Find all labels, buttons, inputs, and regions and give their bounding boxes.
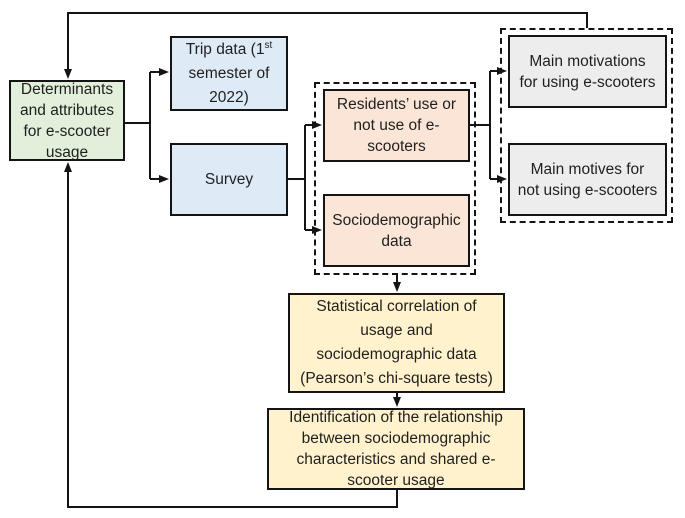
node-trip-data: Trip data (1st semester of 2022): [170, 36, 288, 111]
survey-results-dashed-group: [314, 82, 476, 275]
motivations-dashed-group: [500, 28, 673, 223]
node-statistical-correlation-label: Statistical correlation of usage and soc…: [300, 298, 493, 387]
node-survey: Survey: [170, 143, 288, 216]
node-identification-label: Identification of the relationship betwe…: [289, 409, 503, 489]
node-residents-use-label: Residents’ use or not use of e- scooters: [336, 96, 457, 155]
node-statistical-correlation: Statistical correlation of usage and soc…: [288, 293, 505, 393]
node-residents-use: Residents’ use or not use of e- scooters: [323, 89, 470, 162]
trip-data-text-prefix: Trip data (1: [185, 40, 265, 58]
connector-bottom-feedback: [64, 162, 398, 508]
node-sociodemographic: Sociodemographic data: [323, 194, 470, 267]
node-main-motives: Main motives for not using e-scooters: [508, 143, 667, 216]
node-identification: Identification of the relationship betwe…: [267, 408, 525, 490]
trip-data-text-rest: semester of 2022): [188, 64, 270, 106]
trip-data-superscript: st: [264, 39, 273, 51]
node-main-motivations-label: Main motivations for using e-scooters: [519, 52, 656, 91]
node-sociodemographic-label: Sociodemographic data: [332, 211, 461, 250]
node-main-motivations: Main motivations for using e-scooters: [508, 35, 667, 108]
node-determinants-label: Determinants and attributes for e-scoote…: [20, 80, 114, 161]
connector-top-feedback: [64, 12, 588, 79]
node-trip-data-label: Trip data (1st semester of 2022): [184, 38, 274, 110]
node-survey-label: Survey: [204, 171, 254, 188]
node-main-motives-label: Main motives for not using e-scooters: [517, 160, 658, 199]
node-determinants: Determinants and attributes for e-scoote…: [9, 80, 125, 161]
